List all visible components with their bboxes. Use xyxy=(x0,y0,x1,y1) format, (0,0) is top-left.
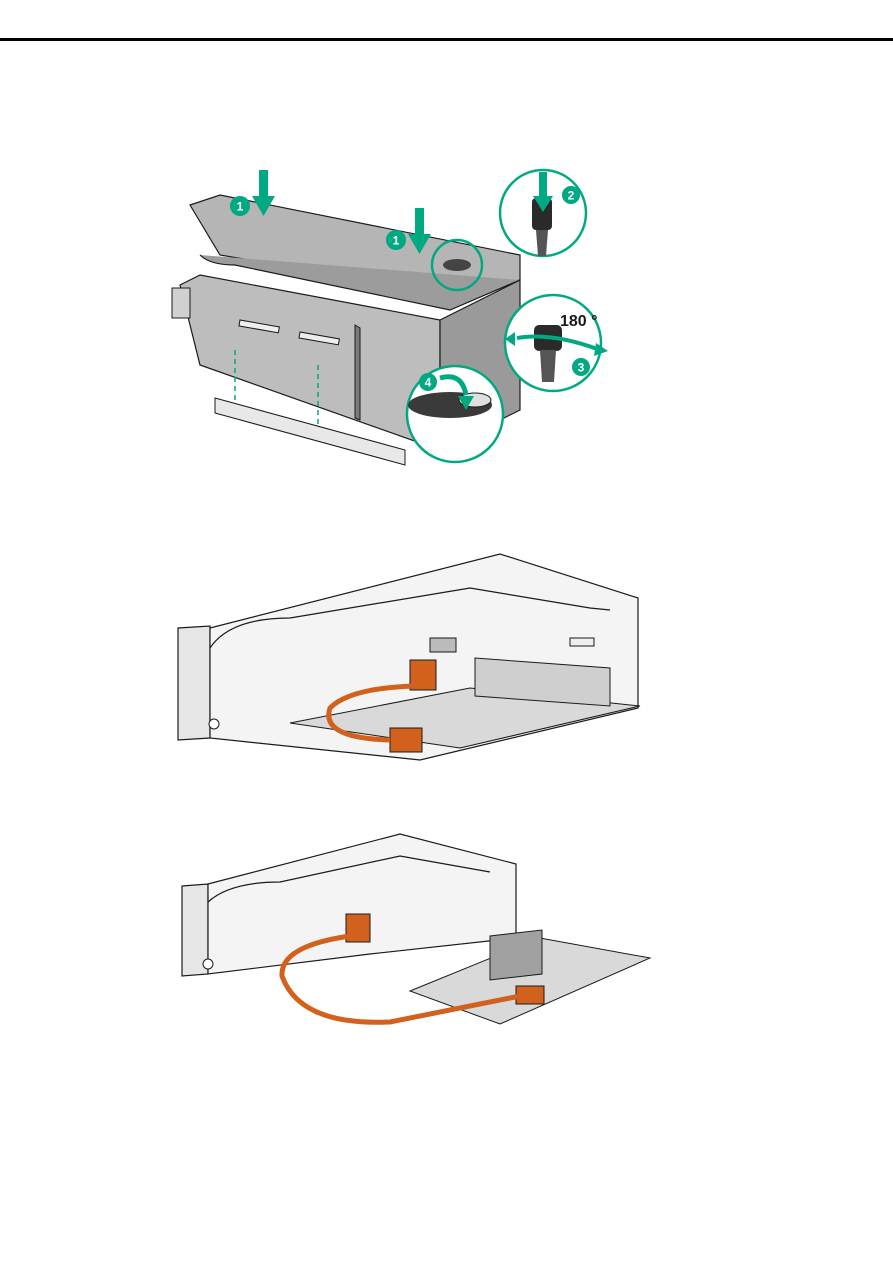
header-rule xyxy=(0,38,893,41)
rotation-label: 180 ° xyxy=(560,313,598,330)
figure-cable-short-route xyxy=(170,548,650,768)
callout-label: 1 xyxy=(237,200,244,214)
cage-install-illustration: 1 1 2 180 ° 3 4 xyxy=(160,160,620,480)
cable-connector xyxy=(516,986,544,1004)
cable-connector xyxy=(390,728,422,752)
cable-long-illustration xyxy=(170,826,660,1026)
callout-label: 2 xyxy=(568,189,575,203)
callout-label: 1 xyxy=(393,234,400,248)
callout-label: 3 xyxy=(578,361,585,375)
figure-cable-long-route xyxy=(170,826,660,1026)
cable-short-illustration xyxy=(170,548,650,768)
figure-cage-install: 1 1 2 180 ° 3 4 xyxy=(160,160,620,480)
callout-label: 4 xyxy=(425,376,432,390)
